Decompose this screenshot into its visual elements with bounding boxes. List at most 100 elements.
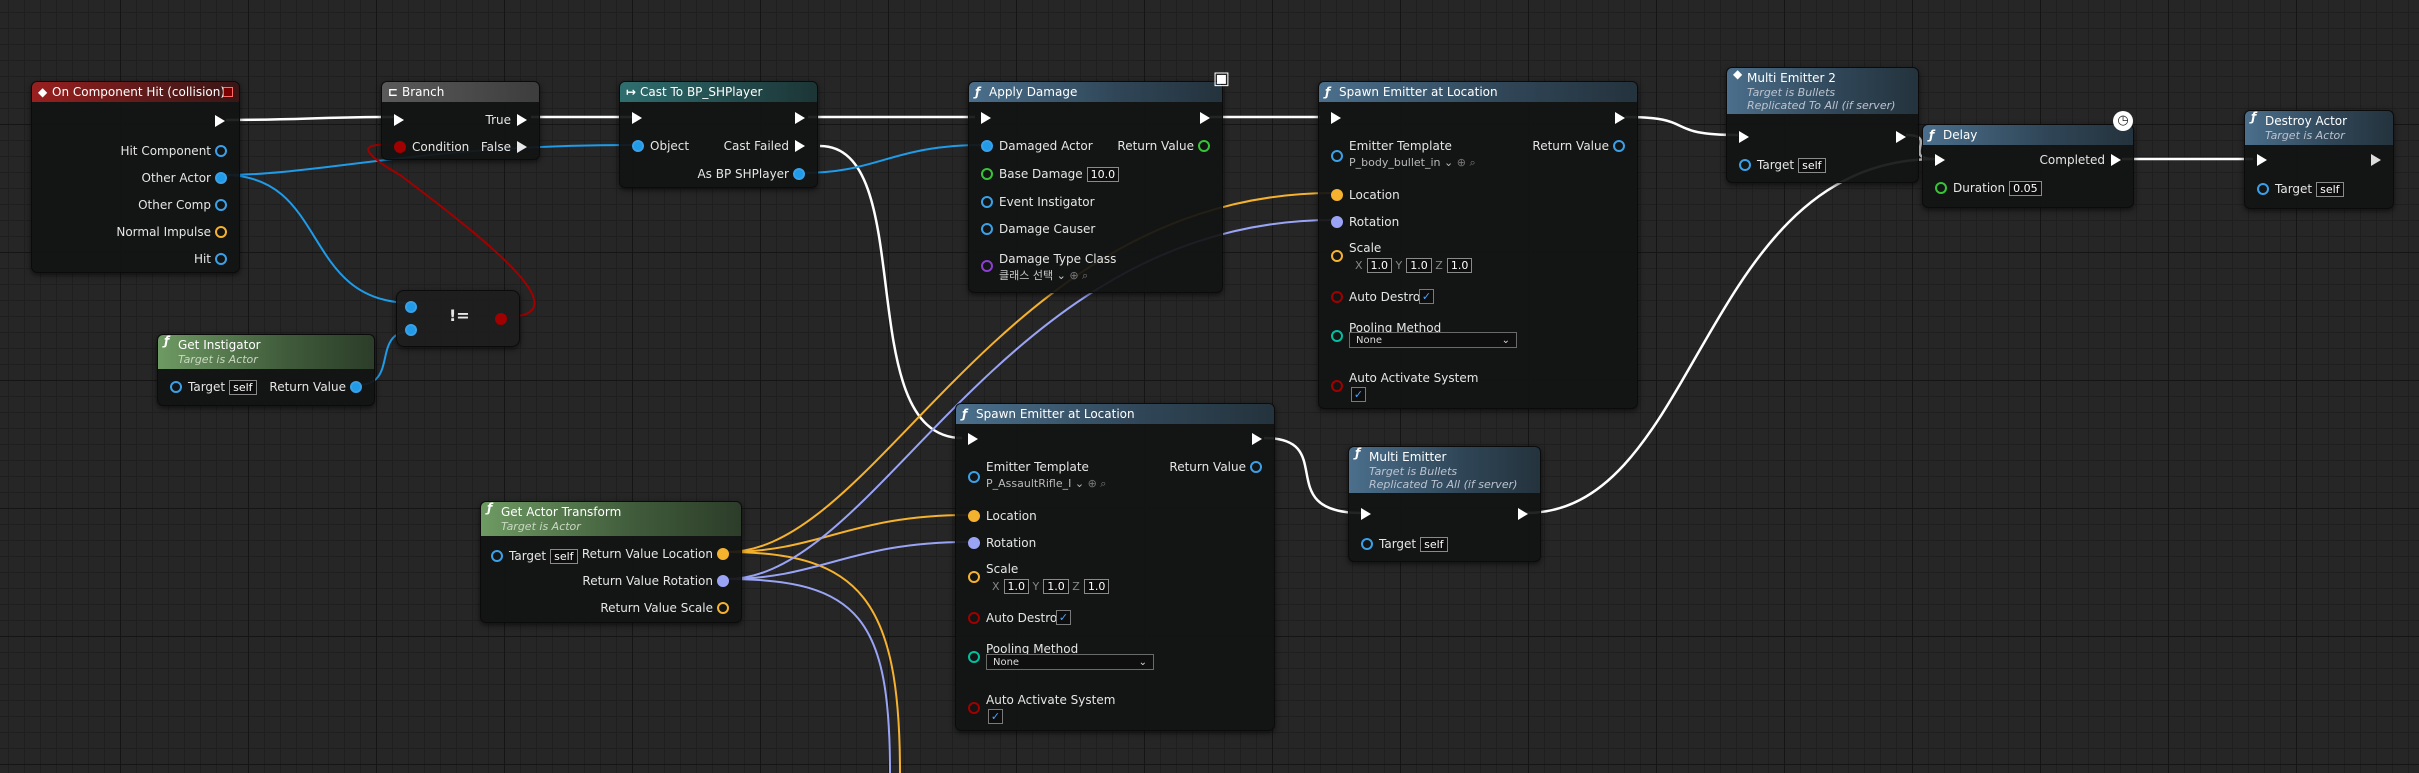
exec-in-pin[interactable]	[394, 114, 404, 126]
target-self-box[interactable]: self	[550, 549, 578, 564]
input-a-pin[interactable]	[405, 301, 417, 313]
scale-pin[interactable]	[968, 571, 980, 583]
damage-type-class-pin[interactable]	[981, 260, 993, 272]
search-icon[interactable]: ⌕	[1100, 477, 1107, 490]
browse-icon[interactable]: ⊕	[1087, 477, 1097, 490]
exec-in-pin[interactable]	[2257, 154, 2267, 166]
node-not-equal[interactable]: !=	[396, 290, 520, 347]
exec-in-pin[interactable]	[981, 112, 991, 124]
rotation-pin[interactable]	[968, 537, 980, 549]
rv-location-pin[interactable]	[717, 548, 729, 560]
duration-pin[interactable]	[1935, 182, 1947, 194]
auto-activate-pin[interactable]	[1331, 380, 1343, 392]
delegate-pin-icon[interactable]	[223, 87, 233, 97]
emitter-template-pin[interactable]	[968, 471, 980, 483]
emitter-template-select[interactable]: P_AssaultRifle_I ⌄ ⊕ ⌕	[986, 477, 1106, 491]
search-icon[interactable]: ⌕	[1082, 269, 1089, 282]
rotation-pin[interactable]	[1331, 216, 1343, 228]
hit-pin[interactable]	[215, 253, 227, 265]
pooling-method-pin[interactable]	[968, 651, 980, 663]
auto-activate-pin[interactable]	[968, 702, 980, 714]
scale-y-input[interactable]: 1.0	[1406, 258, 1432, 273]
exec-out-pin[interactable]	[2371, 154, 2381, 166]
rv-scale-pin[interactable]	[717, 602, 729, 614]
return-value-pin[interactable]	[1198, 140, 1210, 152]
exec-in-pin[interactable]	[1361, 508, 1371, 520]
auto-destroy-checkbox[interactable]: ✓	[1056, 610, 1071, 625]
condition-pin[interactable]	[394, 141, 406, 153]
return-value-pin[interactable]	[1613, 140, 1625, 152]
completed-exec-pin[interactable]	[2111, 154, 2121, 166]
search-icon[interactable]: ⌕	[1469, 156, 1476, 169]
browse-icon[interactable]: ⊕	[1456, 156, 1466, 169]
event-instigator-pin[interactable]	[981, 196, 993, 208]
result-pin[interactable]	[495, 313, 507, 325]
exec-out-pin[interactable]	[215, 115, 225, 127]
as-bp-shplayer-pin[interactable]	[793, 168, 805, 180]
other-comp-pin[interactable]	[215, 199, 227, 211]
damaged-actor-pin[interactable]	[981, 140, 993, 152]
exec-out-pin[interactable]	[1518, 508, 1528, 520]
damage-causer-pin[interactable]	[981, 223, 993, 235]
input-b-pin[interactable]	[405, 324, 417, 336]
scale-z-input[interactable]: 1.0	[1083, 579, 1110, 594]
object-pin[interactable]	[632, 140, 644, 152]
target-self-box[interactable]: self	[229, 380, 257, 395]
location-pin[interactable]	[1331, 189, 1343, 201]
exec-in-pin[interactable]	[1331, 112, 1341, 124]
exec-in-pin[interactable]	[1935, 154, 1945, 166]
exec-out-pin[interactable]	[1615, 112, 1625, 124]
hit-component-pin[interactable]	[215, 145, 227, 157]
node-cast-to-bp-shplayer[interactable]: ↦Cast To BP_SHPlayer Object Cast Failed …	[619, 81, 818, 188]
emitter-template-select[interactable]: P_body_bullet_in ⌄ ⊕ ⌕	[1349, 156, 1476, 170]
pooling-method-dropdown[interactable]: None⌄	[1349, 332, 1517, 348]
exec-in-pin[interactable]	[1739, 131, 1749, 143]
target-pin[interactable]	[491, 550, 503, 562]
return-value-pin[interactable]	[350, 381, 362, 393]
auto-activate-checkbox[interactable]: ✓	[1351, 387, 1366, 402]
target-self-box[interactable]: self	[2316, 182, 2344, 197]
exec-out-pin[interactable]	[1200, 112, 1210, 124]
pooling-method-pin[interactable]	[1331, 330, 1343, 342]
target-pin[interactable]	[170, 381, 182, 393]
true-exec-pin[interactable]	[517, 114, 527, 126]
auto-activate-checkbox[interactable]: ✓	[988, 709, 1003, 724]
location-pin[interactable]	[968, 510, 980, 522]
return-value-pin[interactable]	[1250, 461, 1262, 473]
node-on-component-hit[interactable]: ◆On Component Hit (collision) Hit Compon…	[31, 81, 240, 273]
target-pin[interactable]	[1361, 538, 1373, 550]
duration-input[interactable]: 0.05	[2009, 181, 2042, 196]
pooling-method-dropdown[interactable]: None⌄	[986, 654, 1154, 670]
exec-out-pin[interactable]	[1896, 131, 1906, 143]
auto-destroy-pin[interactable]	[1331, 291, 1343, 303]
target-pin[interactable]	[1739, 159, 1751, 171]
scale-x-input[interactable]: 1.0	[1366, 258, 1393, 273]
base-damage-input[interactable]: 10.0	[1086, 167, 1120, 182]
base-damage-pin[interactable]	[981, 168, 993, 180]
target-self-box[interactable]: self	[1420, 537, 1448, 552]
false-exec-pin[interactable]	[517, 141, 527, 153]
exec-out-pin[interactable]	[795, 112, 805, 124]
exec-out-pin[interactable]	[1252, 433, 1262, 445]
scale-x-input[interactable]: 1.0	[1003, 579, 1030, 594]
cast-failed-exec-pin[interactable]	[795, 140, 805, 152]
exec-in-pin[interactable]	[968, 433, 978, 445]
exec-in-pin[interactable]	[632, 112, 642, 124]
node-branch[interactable]: ⊏Branch True Condition False	[381, 81, 540, 160]
rv-rotation-pin[interactable]	[717, 575, 729, 587]
scale-z-input[interactable]: 1.0	[1446, 258, 1473, 273]
scale-pin[interactable]	[1331, 250, 1343, 262]
normal-impulse-pin[interactable]	[215, 226, 227, 238]
target-pin[interactable]	[2257, 183, 2269, 195]
auto-destroy-pin[interactable]	[968, 612, 980, 624]
